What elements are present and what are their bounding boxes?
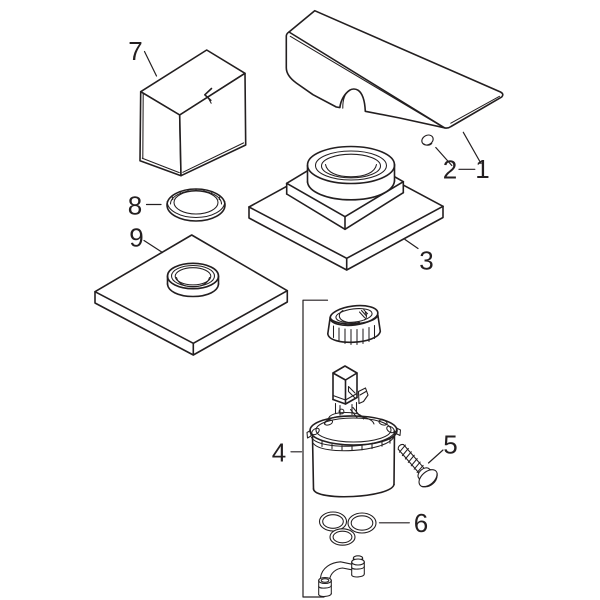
part-9-escutcheon-plate [94,234,289,356]
bracket-4 [302,299,329,598]
part-6-o-rings [318,511,377,546]
label-6: 6 [414,508,428,538]
cartridge-body [306,365,402,498]
label-5: 5 [443,430,457,460]
hose-clip [318,555,365,597]
cartridge-nut [327,304,382,346]
label-2: 2 [443,155,457,185]
part-2-aerator [421,134,434,146]
label-1: 1 [475,154,489,184]
label-7: 7 [128,36,142,66]
part-8-locking-ring [166,188,226,222]
part-7-handle [139,49,247,177]
leader-7 [143,50,158,77]
part-3-base-escutcheon [248,145,444,271]
label-9: 9 [129,223,143,253]
label-8: 8 [128,191,142,221]
leader-9 [143,239,164,254]
leader-2 [435,146,453,167]
label-3: 3 [419,246,433,276]
part-5-screw [397,443,438,488]
leader-1 [462,131,482,165]
label-4: 4 [272,438,286,468]
leader-5 [427,449,444,464]
leader-3 [404,238,419,250]
handle-direction-arrow-icon [204,87,213,104]
part-1-spout [285,9,504,129]
part-4-cartridge-assembly [302,299,402,598]
